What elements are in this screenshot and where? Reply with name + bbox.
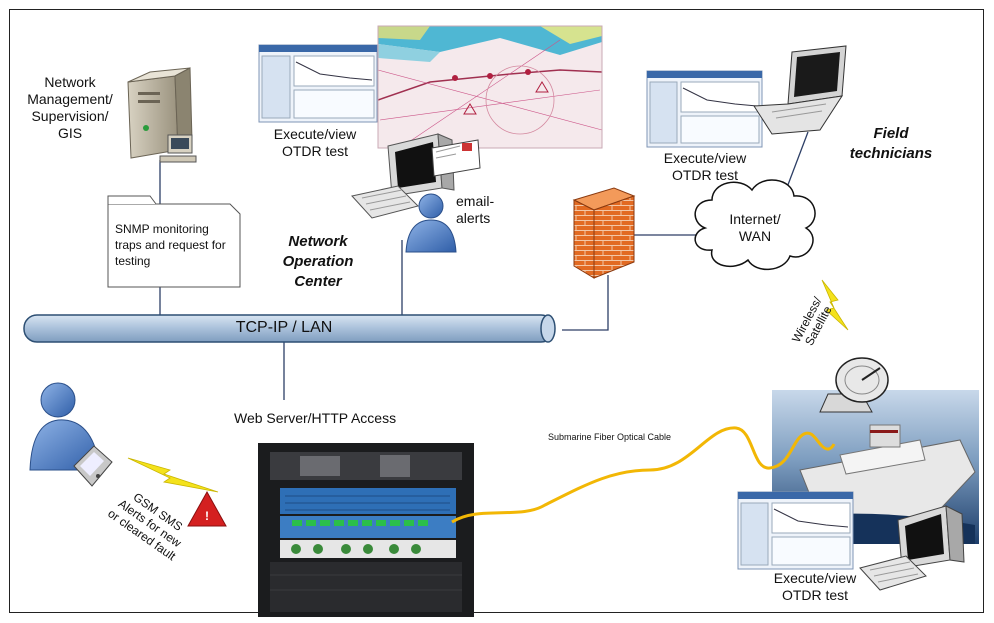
diagram-frame — [9, 9, 984, 613]
label-network-operation-center: Network Operation Center — [282, 233, 354, 290]
firewall-to-lan-line — [562, 275, 609, 331]
desktop-computer-icon — [351, 133, 455, 219]
otdr-screenshot-field — [646, 70, 763, 148]
server-tower-icon — [127, 67, 197, 163]
warning-mark: ! — [205, 509, 209, 523]
otdr-screenshot-top — [258, 44, 378, 123]
snmp-note-shape — [107, 195, 241, 288]
fiber-plug-end — [820, 443, 836, 451]
laptop-icon — [753, 45, 847, 135]
label-execute-view-top: Execute/view OTDR test — [273, 126, 357, 159]
internet-cloud-icon — [694, 179, 816, 270]
cloud-to-laptop-line — [785, 131, 809, 191]
submarine-fiber-cable — [451, 426, 824, 524]
otdr-rack-photo — [258, 443, 474, 617]
brick-firewall-icon — [572, 187, 636, 279]
label-network-management: Network Management/ Supervision/ GIS — [27, 74, 113, 141]
label-snmp-note: SNMP monitoring traps and request for te… — [115, 222, 226, 268]
tcp-ip-lan-pipe — [23, 314, 556, 343]
lightning-wireless-icon — [821, 279, 849, 331]
user-person-icon-noc — [405, 193, 457, 253]
desktop-computer-icon-bottom — [859, 505, 965, 591]
warning-triangle-icon — [187, 490, 227, 527]
label-email-alerts: email- alerts — [456, 193, 495, 226]
lightning-sms-icon — [127, 457, 219, 493]
label-submarine-cable: Submarine Fiber Optical Cable — [548, 432, 672, 442]
otdr-screenshot-bottom — [737, 491, 854, 570]
email-envelope-icon — [431, 139, 481, 177]
label-execute-view-bottom: Execute/view OTDR test — [773, 570, 857, 603]
nautical-chart-map — [377, 25, 603, 149]
mobile-phone-icon — [73, 445, 113, 487]
satellite-dish-icon — [819, 357, 889, 413]
label-field-technicians: Field technicians — [849, 125, 933, 162]
label-tcp-ip-lan: TCP-IP / LAN — [235, 319, 333, 336]
label-web-server: Web Server/HTTP Access — [234, 410, 397, 426]
label-execute-view-field: Execute/view OTDR test — [663, 150, 747, 183]
label-internet-wan: Internet/ WAN — [729, 211, 781, 244]
